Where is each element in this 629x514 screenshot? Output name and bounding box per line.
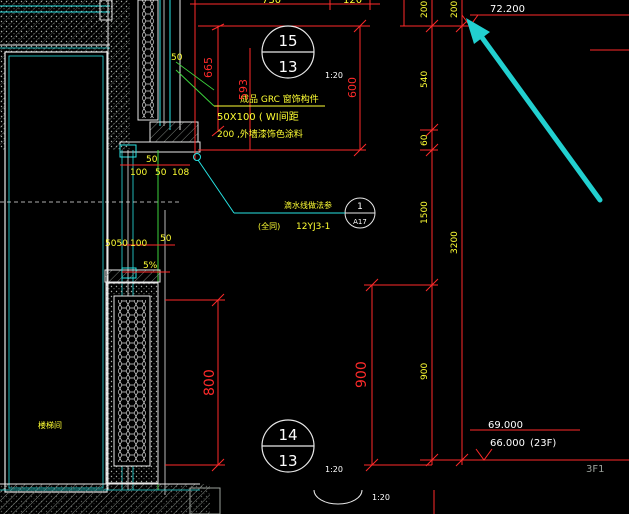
dim-60: 60 [420, 134, 430, 146]
dim-1500: 1500 [420, 201, 430, 224]
dim-50-mid: 50 [146, 155, 158, 165]
dim-100b: 100 [130, 239, 147, 249]
index-callout: 1 A17 [344, 197, 376, 229]
drip-ref: (全同) [258, 221, 280, 231]
leader-lines [175, 61, 345, 214]
elevation-top: 72.200 [490, 4, 525, 15]
room-label: 楼梯间 [38, 420, 62, 430]
dim-slope: 5% [143, 261, 158, 271]
detail-bottom-sheet: 13 [278, 452, 297, 470]
detail-top-number: 15 [278, 32, 297, 50]
dim-100: 100 [130, 168, 147, 178]
elevation-bottom: 66.000 [490, 438, 525, 449]
dim-900-small: 900 [420, 363, 430, 380]
detail-callout-top: 15 13 1:20 [261, 25, 343, 80]
grc-note-line1: 成品 GRC 窗饰构件 [240, 93, 319, 105]
grc-note-line3: 200 ,外墙漆饰色涂料 [217, 128, 303, 140]
elevation-mid: 69.000 [488, 420, 523, 431]
dim-900: 900 [354, 361, 370, 388]
dim-600: 600 [346, 77, 359, 98]
dim-50b: 50 [160, 234, 172, 244]
index-number: 1 [357, 202, 363, 212]
drip-note: 滴水线做法参 [284, 200, 332, 210]
dim-540: 540 [420, 71, 430, 88]
dimension-texts: 730 120 665 593 600 200 200 540 60 1500 … [105, 0, 460, 396]
pointer-arrow [466, 18, 603, 203]
dimension-lines [120, 0, 629, 514]
drip-std: 12YJ3-1 [296, 222, 330, 232]
detail-top-sheet: 13 [278, 58, 297, 76]
dim-3200: 3200 [450, 231, 460, 254]
dim-665: 665 [202, 57, 215, 78]
dim-50-top: 50 [171, 53, 183, 63]
detail-bottom-number: 14 [278, 426, 297, 444]
dim-108: 108 [172, 168, 189, 178]
wall-section-lower [0, 267, 221, 514]
insulation-upper [119, 0, 201, 158]
scale-bottom: 1:20 [325, 465, 343, 474]
dim-800: 800 [202, 369, 218, 396]
elevation-floor: (23F) [530, 438, 556, 449]
dim-593: 593 [237, 79, 250, 100]
dim-top-730: 730 [262, 0, 281, 6]
scale-bottom-2: 1:20 [372, 493, 390, 502]
dim-50: 50 [155, 168, 167, 178]
detail-callout-bottom: 14 13 1:20 1:20 [261, 419, 390, 505]
elevation-markers [461, 14, 493, 461]
dim-5050: 5050 [105, 239, 128, 249]
grc-note-line2: 50X100 ( WI间距 [217, 110, 299, 123]
dim-200a: 200 [420, 1, 430, 18]
floor-tag: 3F1 [586, 464, 604, 475]
index-sheet: A17 [353, 218, 367, 226]
annotations: 成品 GRC 窗饰构件 50X100 ( WI间距 200 ,外墙漆饰色涂料 滴… [38, 93, 332, 430]
dim-200b: 200 [450, 1, 460, 18]
dim-top-120: 120 [343, 0, 362, 6]
scale-top: 1:20 [325, 71, 343, 80]
elevation-texts: 72.200 69.000 66.000 (23F) 3F1 [488, 4, 604, 475]
